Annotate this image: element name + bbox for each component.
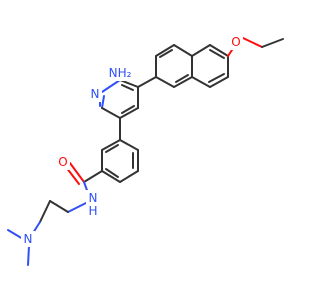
bond-31 bbox=[155, 76, 175, 88]
bond-43 bbox=[209, 44, 229, 57]
bond-33 bbox=[175, 74, 189, 83]
carbonyl-o-atom: O bbox=[56, 154, 70, 170]
bond-21 bbox=[69, 162, 85, 183]
bond-20 bbox=[83, 170, 103, 183]
bond-2 bbox=[101, 95, 105, 109]
bond-28 bbox=[7, 229, 24, 240]
ether-o-label: O bbox=[231, 35, 240, 49]
bond-25 bbox=[49, 200, 69, 213]
bond-6 bbox=[121, 105, 135, 114]
bond-45 bbox=[191, 44, 211, 57]
dimethylamine-n-label: N bbox=[24, 232, 33, 246]
pyridine-n-atom: N bbox=[88, 86, 102, 102]
amine-atom: NH₂ bbox=[105, 65, 135, 81]
bond-11 bbox=[119, 139, 139, 151]
bond-35 bbox=[173, 44, 193, 57]
bond-32 bbox=[173, 76, 193, 88]
bond-14 bbox=[119, 170, 139, 183]
bond-29 bbox=[27, 245, 30, 266]
bond-18 bbox=[101, 139, 121, 151]
bond-48 bbox=[261, 38, 284, 48]
bond-24 bbox=[67, 202, 87, 213]
pyridine-n-label: N bbox=[91, 87, 100, 101]
amide-n-label: N bbox=[89, 191, 98, 205]
ether-o-atom: O bbox=[229, 34, 243, 50]
bond-44 bbox=[209, 49, 225, 59]
dimethylamine-n-atom: N bbox=[21, 231, 35, 247]
bond-39 bbox=[191, 76, 211, 88]
bond-40 bbox=[209, 76, 229, 88]
atom-labels-layer: NH₂ N O O N H N bbox=[21, 34, 243, 247]
bond-37 bbox=[159, 49, 173, 58]
amide-h-label: H bbox=[88, 204, 97, 218]
amide-n-atom: N H bbox=[86, 190, 100, 218]
bond-5 bbox=[119, 107, 139, 119]
bond-47 bbox=[242, 37, 263, 48]
amine-label: NH₂ bbox=[109, 66, 132, 80]
bond-36 bbox=[155, 44, 175, 57]
bond-1 bbox=[101, 79, 121, 93]
bonds-layer bbox=[7, 37, 284, 266]
bond-19 bbox=[105, 144, 119, 153]
bond-30 bbox=[137, 76, 157, 88]
carbonyl-o-label: O bbox=[58, 155, 67, 169]
bond-9 bbox=[121, 84, 134, 91]
bond-4 bbox=[101, 107, 121, 119]
bond-15 bbox=[101, 170, 121, 183]
chemical-structure: NH₂ N O O N H N bbox=[7, 34, 284, 266]
bond-16 bbox=[105, 168, 119, 178]
bond-26 bbox=[39, 200, 51, 223]
bond-41 bbox=[208, 73, 225, 83]
bond-8 bbox=[119, 79, 139, 88]
